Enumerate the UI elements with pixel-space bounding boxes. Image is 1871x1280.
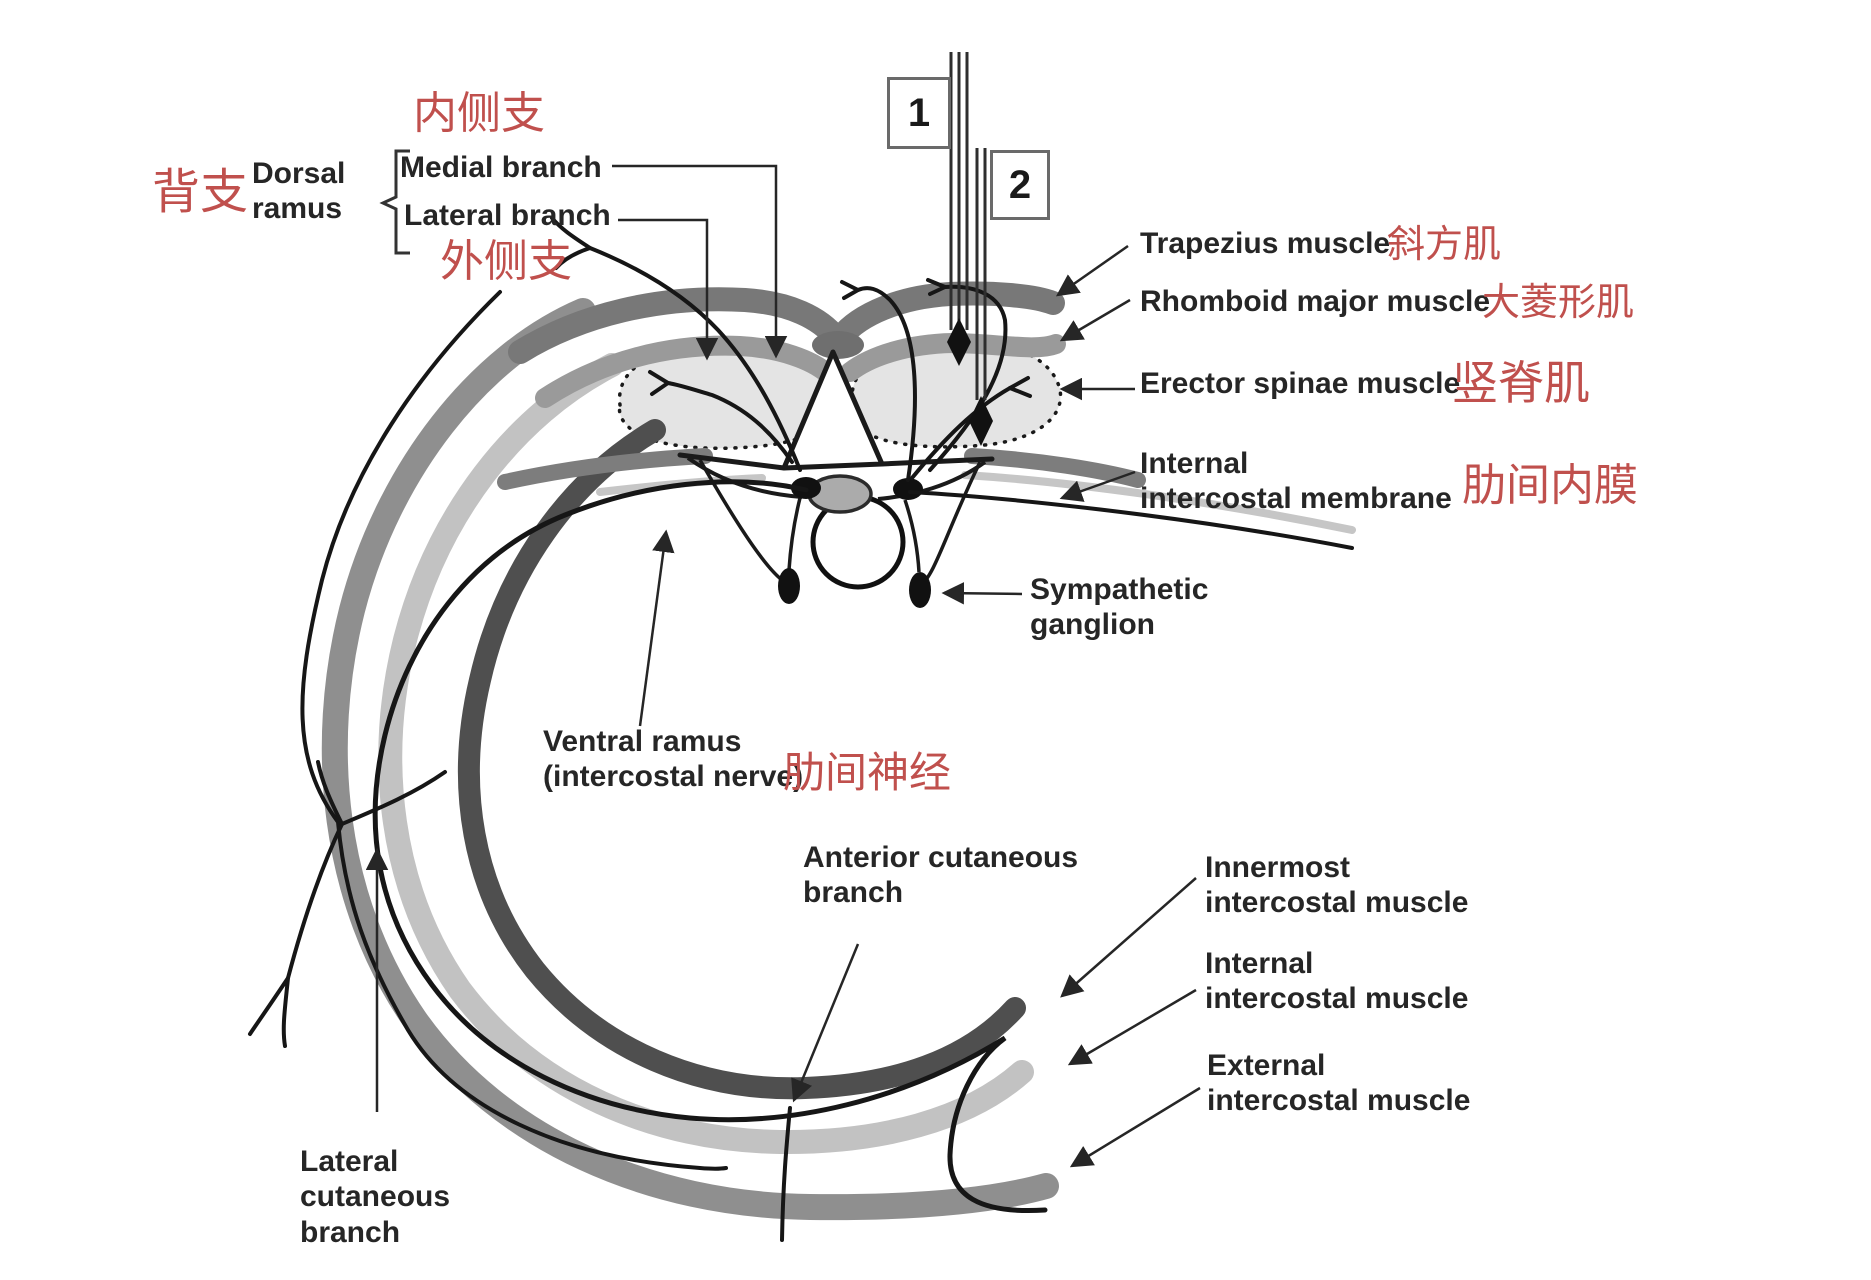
rhomboid-band-left	[535, 335, 838, 408]
innermost-arrow	[1060, 877, 1197, 998]
label-dorsal-ramus-cn: 背支	[152, 164, 249, 220]
label-ventral-ramus-cn: 肋间神经	[783, 748, 952, 797]
anterior-cutaneous-nerve	[780, 1106, 792, 1242]
trapezius-arrow	[1055, 244, 1129, 297]
internal-intercostal-arc	[378, 353, 1034, 1155]
label-external-intercostal: External intercostal muscle	[1207, 1049, 1471, 1118]
label-dorsal-ramus: Dorsal ramus	[252, 157, 346, 226]
label-erector-spinae: Erector spinae muscle	[1140, 367, 1461, 400]
rhomboid-arrow	[1059, 298, 1131, 342]
midline-muscle-junction	[812, 331, 864, 359]
label-lateral-cutaneous: Lateral cutaneous branch	[300, 1145, 451, 1249]
label-trapezius-cn: 斜方肌	[1387, 222, 1502, 266]
label-trapezius: Trapezius muscle	[1140, 227, 1391, 260]
sympathetic-ganglion-right	[909, 572, 931, 608]
body-wall-muscle-layers	[321, 298, 1059, 1221]
label-sympathetic-ganglion: Sympathetic ganglion	[1030, 573, 1209, 642]
label-intercostal-membrane: Internal intercostal membrane	[1140, 447, 1452, 516]
dorsal-ramus-bracket	[379, 149, 410, 255]
needle-1-shaft	[949, 52, 969, 330]
label-medial-branch: Medial branch	[400, 151, 602, 184]
external-muscle-arrow	[1069, 1086, 1201, 1168]
external-intercostal-arc	[321, 298, 1059, 1221]
sympathetic-arrow	[941, 582, 1023, 605]
intercostal-nerve	[372, 479, 1048, 1214]
spinous-process	[781, 349, 885, 471]
label-innermost-intercostal: Innermost intercostal muscle	[1205, 851, 1469, 920]
label-erector-spinae-cn: 竖脊肌	[1452, 356, 1590, 410]
label-anterior-cutaneous: Anterior cutaneous branch	[803, 841, 1079, 910]
anterior-cutaneous-arrow	[791, 943, 860, 1103]
innermost-intercostal-arc	[457, 419, 1026, 1100]
label-internal-intercostal: Internal intercostal muscle	[1205, 947, 1469, 1016]
needle-1-marker: 1	[887, 77, 951, 149]
vertebra	[677, 349, 995, 608]
needle-2-tip	[969, 396, 993, 446]
lateral-branch-leader	[618, 218, 719, 361]
label-intercostal-membrane-cn: 肋间内膜	[1462, 460, 1638, 511]
label-medial-branch-cn: 内侧支	[413, 88, 545, 139]
intercostal-membrane-bands	[497, 448, 1356, 534]
trapezius-band-right	[829, 281, 1065, 349]
label-rhomboid: Rhomboid major muscle	[1140, 285, 1491, 318]
medial-branch-leader	[612, 164, 788, 359]
skin-contour	[300, 290, 728, 1171]
internal-muscle-arrow	[1067, 988, 1197, 1066]
needle-1-tip	[947, 318, 971, 366]
membrane-arrow	[1059, 470, 1136, 502]
sympathetic-ganglion-left	[778, 568, 800, 604]
ventral-ramus-arrow	[638, 529, 675, 727]
nerve-root-right	[893, 478, 923, 500]
label-lateral-branch-cn: 外侧支	[440, 236, 572, 287]
needle-2-shaft	[975, 148, 987, 400]
needles	[947, 52, 993, 446]
needle-2-marker: 2	[990, 150, 1050, 220]
label-rhomboid-cn: 大菱形肌	[1482, 280, 1635, 324]
label-arrows	[365, 164, 1201, 1168]
label-lateral-branch: Lateral branch	[404, 199, 611, 232]
trapezius-band-left	[508, 287, 848, 364]
nerve-lines	[248, 216, 1354, 1242]
label-ventral-ramus: Ventral ramus (intercostal nerve)	[543, 725, 804, 794]
